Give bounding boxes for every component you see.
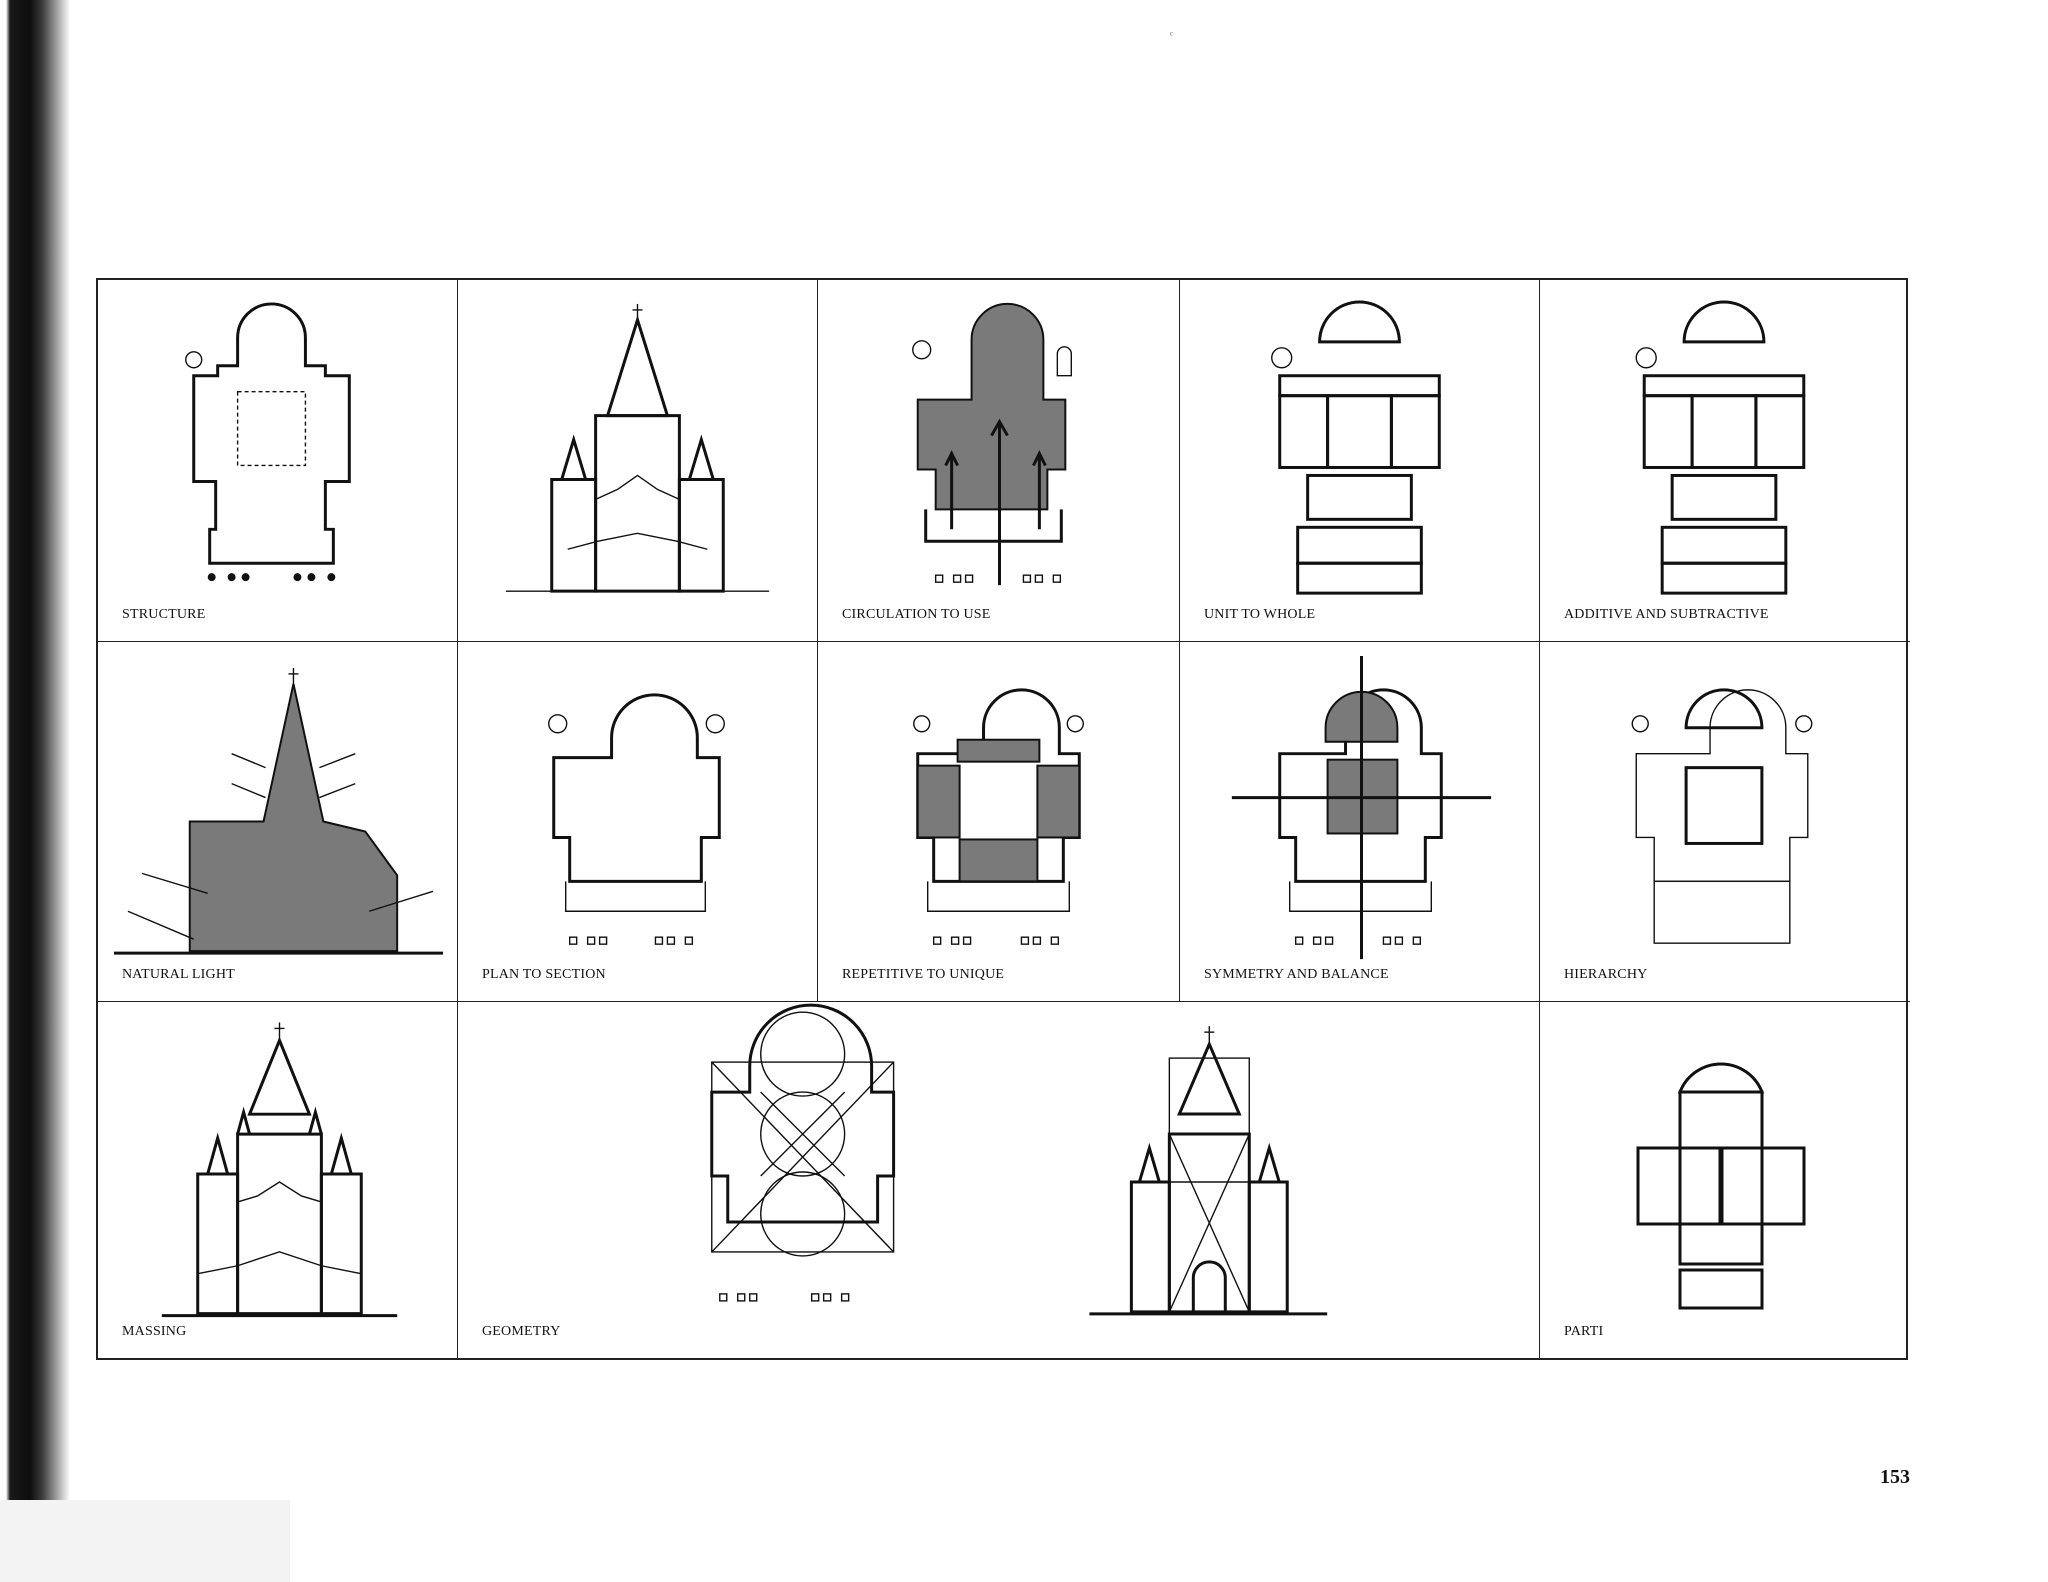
panel-label: STRUCTURE (122, 607, 206, 622)
plan-to-section-drawing (548, 693, 725, 945)
structure-plan-drawing (185, 302, 351, 582)
panel-label: PLAN TO SECTION (482, 967, 606, 982)
symmetry-balance-drawing (1231, 655, 1492, 960)
massing-elevation-drawing (161, 1022, 398, 1318)
panel-unit-to-whole: UNIT TO WHOLE (1180, 280, 1540, 642)
unit-to-whole-drawing (1271, 300, 1441, 595)
panel-circulation: CIRCULATION TO USE (818, 280, 1180, 642)
panel-label: GEOMETRY (482, 1324, 561, 1339)
panel-additive: ADDITIVE AND SUBTRACTIVE (1540, 280, 1910, 642)
church-section-drawing (505, 303, 770, 593)
panel-plan-to-section: PLAN TO SECTION (458, 642, 818, 1002)
panel-section-elevation (458, 280, 818, 642)
panel-label: MASSING (122, 1324, 187, 1339)
natural-light-section-drawing (113, 667, 444, 955)
panel-label: UNIT TO WHOLE (1204, 607, 1316, 622)
scan-shadow-edge (0, 0, 70, 1582)
additive-subtractive-drawing (1635, 300, 1806, 595)
panel-symmetry: SYMMETRY AND BALANCE (1180, 642, 1540, 1002)
scan-bottom-patch (0, 1500, 290, 1582)
panel-label: SYMMETRY AND BALANCE (1204, 967, 1389, 982)
geometry-drawings (710, 1003, 1328, 1316)
hierarchy-drawing (1631, 688, 1813, 944)
circulation-plan-drawing (912, 303, 1072, 586)
parti-diagram-drawing (1636, 1062, 1806, 1310)
panel-label: CIRCULATION TO USE (842, 607, 991, 622)
stray-mark: ᶜ (1170, 28, 1174, 42)
panel-natural-light: NATURAL LIGHT (98, 642, 458, 1002)
panel-structure: STRUCTURE (98, 280, 458, 642)
panel-label: ADDITIVE AND SUBTRACTIVE (1564, 607, 1769, 622)
panel-label: PARTI (1564, 1324, 1604, 1339)
panel-label: NATURAL LIGHT (122, 967, 235, 982)
diagram-grid: STRUCTURE CIRCULATION TO (96, 278, 1910, 1360)
panel-label: HIERARCHY (1564, 967, 1648, 982)
panel-parti: PARTI (1540, 1002, 1910, 1358)
panel-label: REPETITIVE TO UNIQUE (842, 967, 1005, 982)
panel-massing: MASSING (98, 1002, 458, 1358)
panel-repetitive: REPETITIVE TO UNIQUE (818, 642, 1180, 1002)
panel-geometry: GEOMETRY (458, 1002, 1540, 1358)
repetitive-to-unique-drawing (913, 688, 1084, 945)
panel-hierarchy: HIERARCHY (1540, 642, 1910, 1002)
page-number: 153 (1880, 1466, 1910, 1488)
